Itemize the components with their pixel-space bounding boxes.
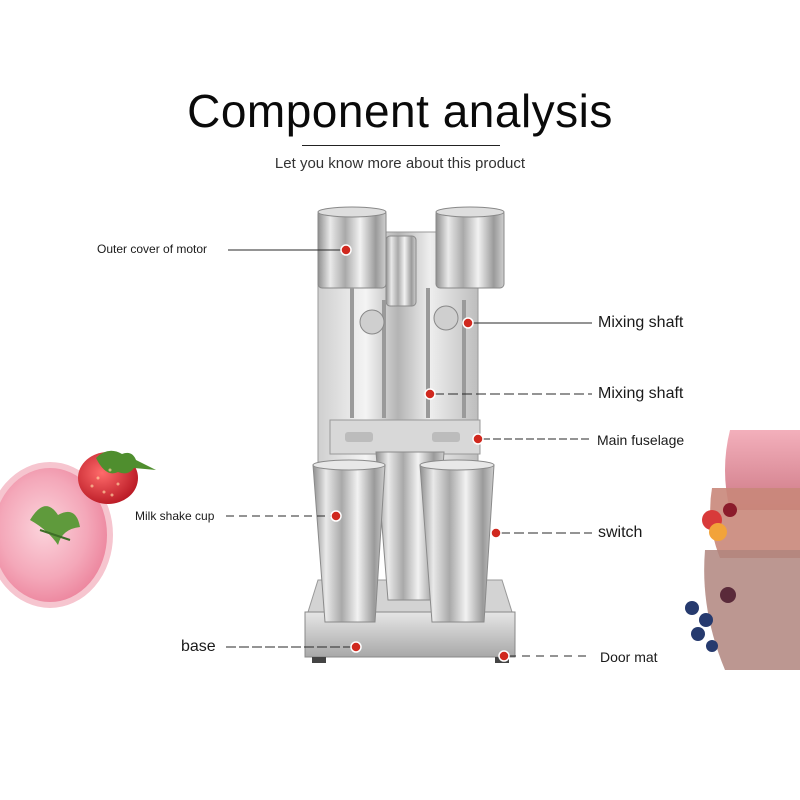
fruit-drinks-image (685, 430, 800, 670)
page-title: Component analysis (187, 85, 613, 137)
strawberry-drink-image (0, 450, 156, 608)
label-mixing-shaft-upper: Mixing shaft (598, 314, 684, 331)
milkshake-machine (304, 206, 516, 663)
label-mixing-shaft-lower: Mixing shaft (598, 385, 684, 402)
motor-cover-right (435, 206, 505, 289)
callout-markers (330, 244, 510, 662)
callout-lines (226, 249, 592, 657)
title-underline (302, 145, 500, 146)
label-door-mat: Door mat (600, 649, 658, 665)
label-main-fuselage: Main fuselage (597, 432, 685, 448)
label-milk-shake-cup: Milk shake cup (135, 509, 215, 523)
motor-cover-left (317, 206, 387, 289)
label-switch: switch (598, 524, 643, 541)
page-subtitle: Let you know more about this product (274, 155, 526, 172)
label-base: base (181, 638, 216, 655)
label-outer-cover-of-motor: Outer cover of motor (97, 242, 208, 256)
